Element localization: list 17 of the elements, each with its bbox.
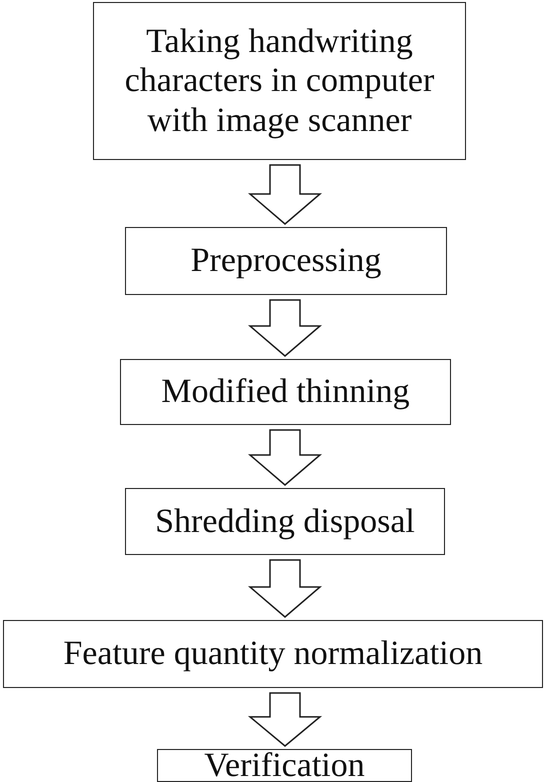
process-box — [125, 227, 447, 295]
step-label: Taking handwriting characters in computer with image scanner — [124, 22, 436, 140]
block-arrow — [248, 429, 322, 486]
process-box — [120, 359, 451, 425]
step-label: Feature quantity normalization — [63, 634, 483, 674]
block-arrow — [248, 559, 322, 618]
block-arrow — [248, 299, 322, 357]
process-box — [93, 2, 466, 160]
process-box — [125, 488, 445, 555]
step-label: Modified thinning — [161, 372, 410, 412]
process-box — [157, 749, 412, 782]
block-arrow — [248, 692, 322, 747]
step-label: Verification — [204, 746, 365, 782]
step-label: Preprocessing — [190, 241, 382, 281]
block-arrow — [248, 164, 322, 225]
process-box — [3, 620, 543, 688]
step-label: Shredding disposal — [155, 502, 415, 542]
